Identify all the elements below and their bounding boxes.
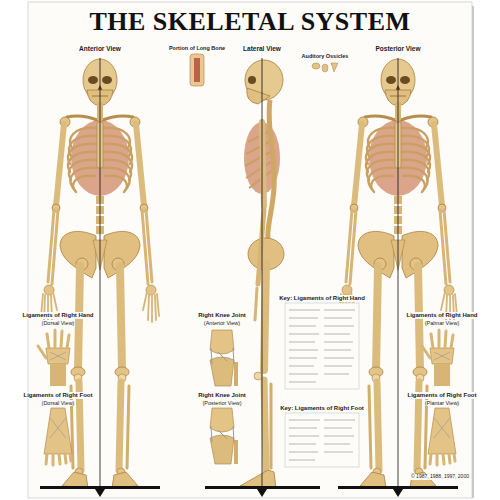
inset-subheading: (Plantar View) bbox=[424, 400, 460, 406]
key-heading: Key: Ligaments of Right Foot bbox=[279, 405, 365, 412]
copyright-note: © 1987, 1988, 1997, 2000 bbox=[410, 474, 470, 480]
view-heading: Posterior View bbox=[374, 45, 421, 52]
inset-heading: Right Knee Joint bbox=[197, 312, 247, 319]
inset-heading: Ligaments of Right Foot bbox=[407, 392, 478, 399]
view-heading: Lateral View bbox=[242, 45, 282, 52]
inset-heading: Right Knee Joint bbox=[197, 392, 247, 399]
inset-subheading: (Anterior View) bbox=[203, 320, 241, 326]
inset-heading: Auditory Ossicles bbox=[301, 53, 350, 59]
poster-title: THE SKELETAL SYSTEM bbox=[89, 8, 410, 37]
inset-heading: Ligaments of Right Foot bbox=[23, 392, 94, 399]
key-heading: Key: Ligaments of Right Hand bbox=[278, 295, 366, 302]
inset-heading: Portion of Long Bone bbox=[168, 45, 226, 51]
inset-heading: Ligaments of Right Hand bbox=[406, 312, 479, 319]
view-heading: Anterior View bbox=[78, 45, 122, 52]
inset-heading: Ligaments of Right Hand bbox=[22, 312, 95, 319]
inset-subheading: (Palmar View) bbox=[424, 320, 460, 326]
inset-subheading: (Dorsal View) bbox=[41, 400, 76, 406]
inset-subheading: (Posterior View) bbox=[201, 400, 242, 406]
inset-subheading: (Dorsal View) bbox=[41, 320, 76, 326]
